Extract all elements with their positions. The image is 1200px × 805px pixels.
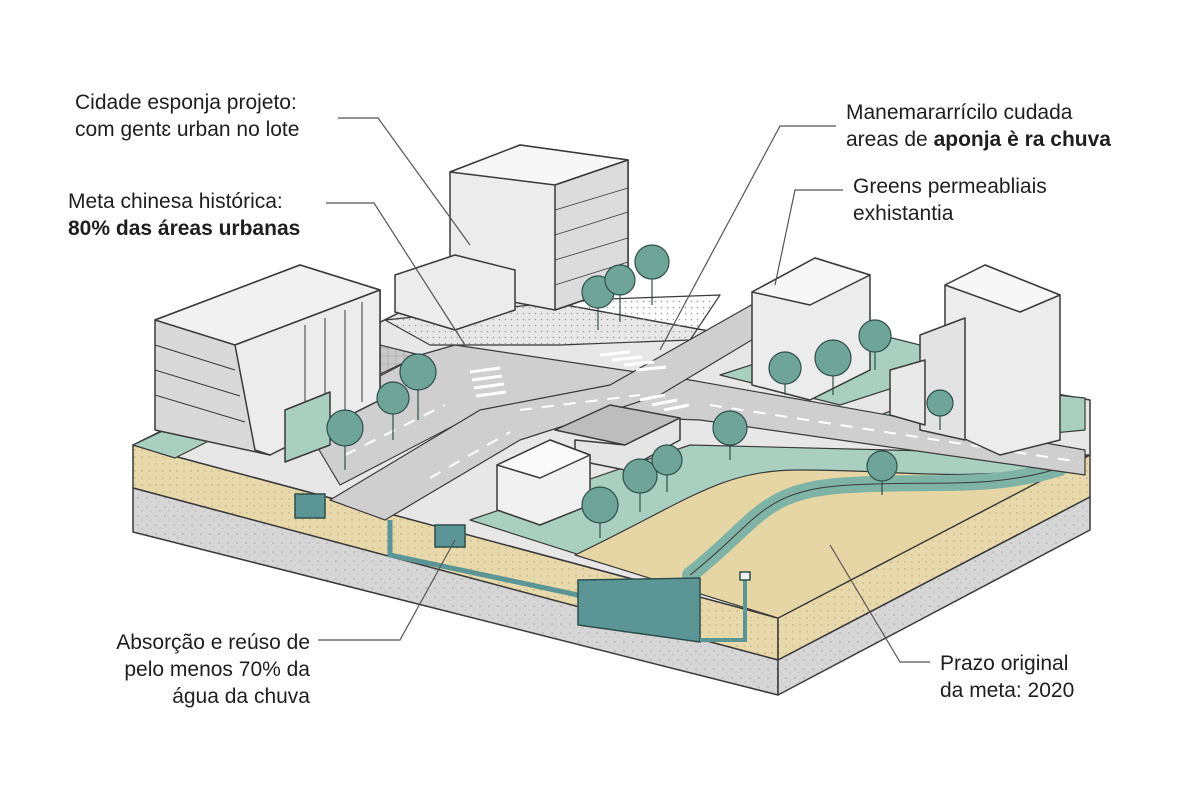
pavilion-center xyxy=(554,404,681,471)
annotation-text: Absorção e reúso de xyxy=(116,631,310,654)
crosswalks xyxy=(469,350,690,412)
annotation-text: Greens permeabliais xyxy=(853,175,1047,198)
roads xyxy=(299,299,1086,521)
lane-markings xyxy=(344,394,1081,479)
bedrock-right xyxy=(777,496,1091,696)
tree xyxy=(622,458,658,512)
tree xyxy=(814,339,852,395)
drain-box-left xyxy=(294,493,326,519)
leader-top-right xyxy=(659,125,836,351)
leader-middle-left xyxy=(326,202,466,346)
leader-top-left xyxy=(338,117,471,246)
annotation-text: exhistantia xyxy=(853,202,954,225)
annotation-text: Cidade esponja projeto: xyxy=(75,91,297,114)
leader-right xyxy=(774,189,843,286)
annotation-text: Prazo original xyxy=(940,652,1069,675)
leader-bottom-right xyxy=(829,544,930,663)
tree xyxy=(604,264,636,322)
annotation-text: pelo menos 70% da xyxy=(124,658,310,681)
tree xyxy=(712,410,748,460)
outlet-pipe xyxy=(700,578,747,642)
road-main xyxy=(299,344,1086,486)
kiosk-building xyxy=(496,439,591,526)
building-right-tall xyxy=(889,264,1061,456)
tree xyxy=(926,389,954,430)
annotation-top-right: Manemararrícilo cudada areas de aponja è… xyxy=(846,99,1111,153)
annotation-bottom-right: Prazo original da meta: 2020 xyxy=(940,650,1074,704)
tree xyxy=(651,444,683,492)
tree xyxy=(376,381,410,440)
tree xyxy=(768,351,802,395)
annotation-right: Greens permeabliais exhistantia xyxy=(853,173,1047,227)
annotation-text: Manemararrícilo cudada xyxy=(846,101,1073,124)
annotation-text: água da chuva xyxy=(172,685,310,708)
annotation-highlight: 80% das áreas urbanas xyxy=(68,217,301,240)
annotation-text: da meta: 2020 xyxy=(940,679,1075,702)
annotation-text: areas de xyxy=(846,128,934,151)
drain-box-center xyxy=(434,524,466,548)
leader-lines xyxy=(318,117,930,663)
drainage-system xyxy=(294,493,751,643)
annotation-text: Meta chinesa histórica: xyxy=(68,190,283,213)
trees xyxy=(326,244,954,538)
building-right-1 xyxy=(751,257,871,401)
tree xyxy=(581,486,619,538)
annotation-bottom-left: Absorção e reúso de pelo menos 70% da ág… xyxy=(70,629,310,710)
leader-bottom-left xyxy=(318,539,456,641)
tree xyxy=(866,450,898,495)
annotation-middle-left: Meta chinesa histórica: 80% das áreas ur… xyxy=(68,188,300,242)
tree xyxy=(858,319,892,370)
tree xyxy=(326,409,364,470)
annotation-top-left: Cidade esponja projeto: com gentɛ urban … xyxy=(75,89,299,143)
annotation-text: com gentɛ urban no lote xyxy=(75,118,300,141)
annotation-highlight: aponja è ra chuva xyxy=(933,128,1111,151)
drain-pipe xyxy=(387,520,579,598)
tree xyxy=(634,244,670,305)
tree xyxy=(399,353,437,420)
